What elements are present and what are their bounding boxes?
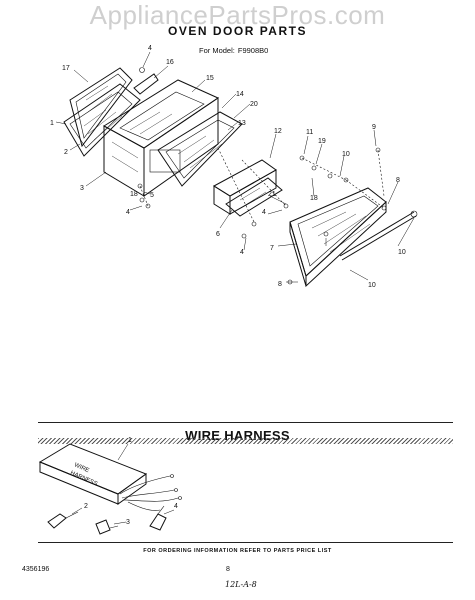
part-10-handle xyxy=(339,210,418,261)
page-number: 8 xyxy=(226,566,230,573)
part-7-outer-door xyxy=(289,187,387,288)
wh-callout-4: 4 xyxy=(174,503,178,510)
callout-12: 9 xyxy=(372,124,376,131)
callout-22: 19 xyxy=(318,138,326,145)
callout-4-mid: 4 xyxy=(262,209,266,216)
model-label-text: For Model: xyxy=(199,46,235,55)
callout-21: 18 xyxy=(310,195,318,202)
callout-9: 10 xyxy=(368,282,376,289)
wh-callout-2: 2 xyxy=(84,503,88,510)
callout-13: 10 xyxy=(342,151,350,158)
handwritten-note: 12L-A-8 xyxy=(225,580,257,589)
screws xyxy=(137,67,387,285)
document-number: 4356196 xyxy=(22,566,50,573)
callout-8: 8 xyxy=(278,281,282,288)
wh-callout-3: 3 xyxy=(126,519,130,526)
callout-6: 6 xyxy=(216,231,220,238)
callout-4-left: 4 xyxy=(126,209,130,216)
wire-harness-box: WIRE HARNESS xyxy=(38,443,148,505)
part-19-clip xyxy=(133,73,159,95)
connector-2 xyxy=(47,511,79,529)
section-rule-top xyxy=(38,422,453,423)
callout-15: 12 xyxy=(274,128,282,135)
callout-7: 7 xyxy=(270,245,274,252)
page-title: OVEN DOOR PARTS xyxy=(168,24,307,38)
callout-5: 5 xyxy=(150,192,154,199)
callout-4-bottom: 4 xyxy=(240,249,244,256)
callout-4-top: 4 xyxy=(148,45,152,52)
model-number: F9908B0 xyxy=(237,46,269,55)
wh-callout-1: 1 xyxy=(128,437,132,444)
leader-lines xyxy=(55,51,415,283)
callout-11: 8 xyxy=(396,177,400,184)
part-15-glass-pack xyxy=(213,159,283,217)
box-text-wire: WIRE xyxy=(73,462,90,474)
assembly-lines xyxy=(139,147,385,223)
section-rule-bottom xyxy=(38,542,453,543)
callout-17: 14 xyxy=(236,91,244,98)
box-text-harness: HARNESS xyxy=(69,470,98,487)
watermark: AppliancePartsPros.com xyxy=(89,0,386,30)
callout-10: 10 xyxy=(398,249,406,256)
callout-1: 1 xyxy=(50,120,54,127)
part-16-inner-panel xyxy=(157,111,243,187)
callout-20: 17 xyxy=(62,65,70,72)
callout-23: 20 xyxy=(250,101,258,108)
callout-labels: 4 17 16 15 14 20 13 1 2 3 4 5 18 12 11 1… xyxy=(50,45,406,289)
section-hatch xyxy=(38,438,453,444)
callout-2: 2 xyxy=(64,149,68,156)
callout-18: 15 xyxy=(206,75,214,82)
connector-3 xyxy=(95,519,119,535)
ordering-info: FOR ORDERING INFORMATION REFER TO PARTS … xyxy=(143,548,332,554)
connector-4 xyxy=(149,505,167,531)
callout-24: 21 xyxy=(268,191,276,198)
harness-wires xyxy=(119,474,182,511)
callout-14: 11 xyxy=(306,129,313,136)
callout-18-small: 18 xyxy=(130,191,138,198)
callout-19: 16 xyxy=(166,59,174,66)
wire-harness-leaders: 1 2 3 4 xyxy=(71,437,178,526)
callout-3: 3 xyxy=(80,185,84,192)
model-label: For Model:F9908B0 xyxy=(196,46,268,55)
callout-16: 13 xyxy=(238,120,246,127)
